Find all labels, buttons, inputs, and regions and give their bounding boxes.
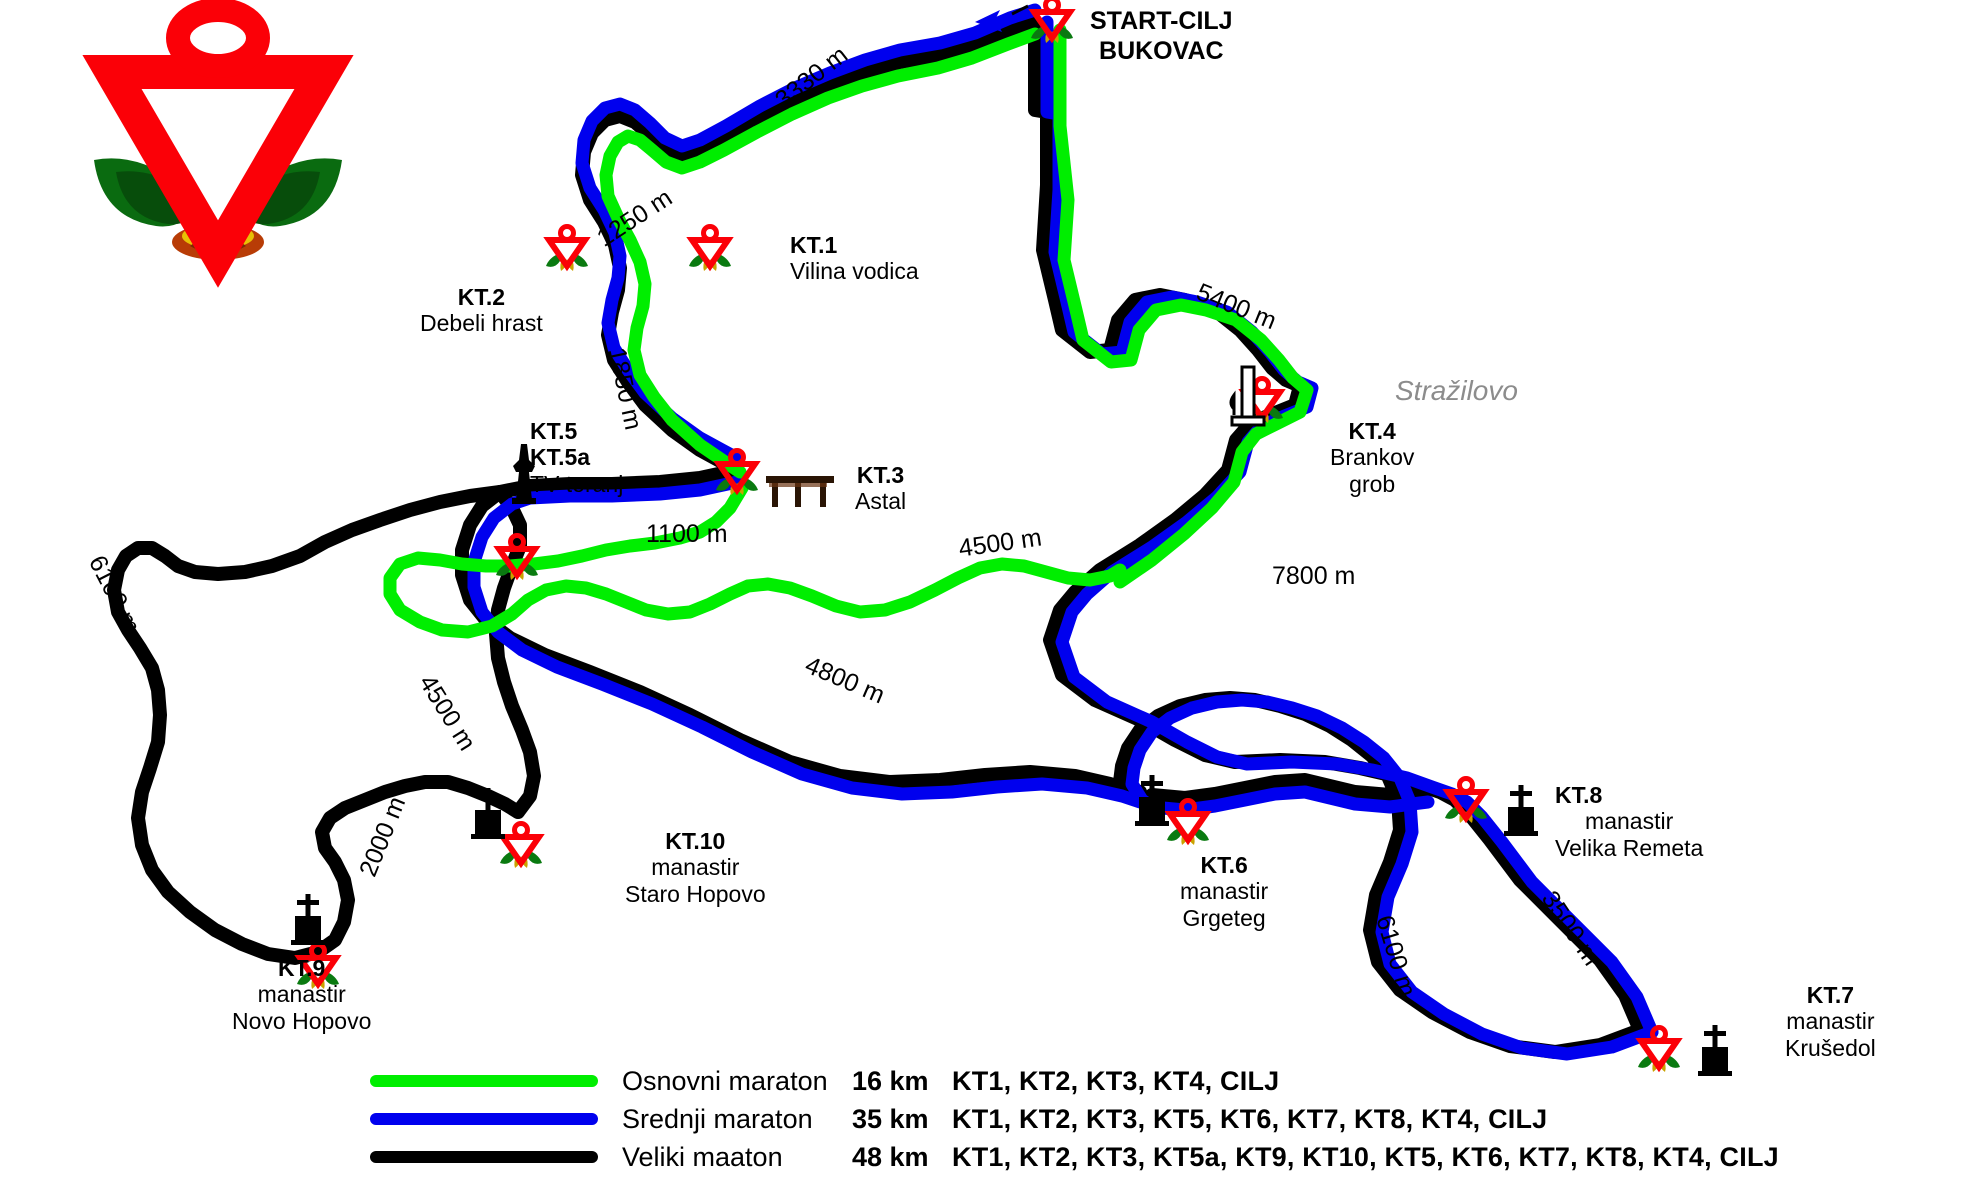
kt-label-kt1[interactable]: KT.1 Vilina vodica: [790, 232, 919, 285]
legend-route-distance: 16 km: [852, 1065, 929, 1096]
kt-label-kt8-name: KT.8: [1555, 782, 1603, 808]
legend-route-checkpoints: KT1, KT2, KT3, KT4, CILJ: [952, 1065, 1280, 1096]
kt-marker-kt10[interactable]: [500, 824, 542, 869]
kt-label-kt7-desc: manastir Krušedol: [1785, 1008, 1876, 1061]
legend-row: Veliki maaton 48 km KT1, KT2, KT3, KT5a, K…: [370, 1138, 1930, 1176]
kt-label-kt2[interactable]: KT.2 Debeli hrast: [420, 284, 543, 337]
kt-label-kt2-name: KT.2: [457, 284, 506, 310]
legend: Osnovni maraton 16 km KT1, KT2, KT3, KT4, …: [370, 1062, 1930, 1176]
kt-label-kt4[interactable]: KT.4 Brankov grob: [1330, 418, 1414, 497]
legend-route-checkpoints: KT1, KT2, KT3, KT5a, KT9, KT10, KT5, KT6…: [952, 1141, 1779, 1172]
church-icon-velika-remeta: [1504, 785, 1538, 836]
kt-label-kt3-name: KT.3: [856, 462, 905, 488]
kt-label-kt3-desc: Astal: [855, 488, 907, 515]
kt-label-kt10-name: KT.10: [665, 828, 726, 854]
kt-label-kt9-name: KT.9: [278, 955, 326, 981]
distance-label: 1100 m: [646, 520, 728, 548]
kt-label-kt9-desc: manastir Novo Hopovo: [232, 981, 372, 1034]
kt-label-kt6-name: KT.6: [1200, 852, 1248, 878]
distance-label: 7800 m: [1272, 562, 1356, 590]
club-logo: [82, 0, 354, 288]
kt-label-kt8[interactable]: KT.8 manastir Velika Remeta: [1555, 782, 1703, 861]
kt-label-kt7[interactable]: KT.7 manastir Krušedol: [1785, 982, 1876, 1061]
legend-route-checkpoints: KT1, KT2, KT3, KT5, KT6, KT7, KT8, KT4, …: [952, 1103, 1548, 1134]
logo-triangle-icon: [82, 55, 354, 288]
logo-ring-icon: [166, 0, 270, 78]
kt-label-kt7-name: KT.7: [1806, 982, 1855, 1008]
start-finish-label: START-CILJ BUKOVAC: [1090, 6, 1233, 66]
church-icon-novo-hopovo: [291, 894, 325, 945]
legend-row: Osnovni maraton 16 km KT1, KT2, KT3, KT4, …: [370, 1062, 1930, 1100]
kt-marker-kt1[interactable]: [689, 227, 731, 272]
kt-label-kt9[interactable]: KT.9 manastir Novo Hopovo: [232, 955, 371, 1034]
legend-route-distance: 48 km: [852, 1141, 929, 1172]
kt-marker-kt2[interactable]: [546, 227, 588, 272]
church-icon-grgeteg: [1135, 775, 1169, 826]
start-finish-line2: BUKOVAC: [1099, 37, 1224, 65]
kt-label-kt6-desc: manastir Grgeteg: [1180, 878, 1269, 931]
kt-label-kt8-desc: manastir Velika Remeta: [1555, 808, 1704, 861]
direction-arrow: [975, 4, 1029, 32]
kt-label-kt2-desc: Debeli hrast: [420, 310, 543, 337]
route-veliki-maraton: [107, 15, 1647, 1059]
legend-route-name: Osnovni maraton: [622, 1065, 828, 1096]
legend-route-distance: 35 km: [852, 1103, 929, 1134]
kt-label-kt1-name: KT.1: [790, 232, 838, 258]
kt-label-kt5[interactable]: KT.5 KT.5a TV-toranj: [530, 418, 623, 497]
place-label-strazilovo: Stražilovo: [1395, 375, 1518, 406]
kt-label-kt6[interactable]: KT.6 manastir Grgeteg: [1180, 852, 1268, 931]
route-osnovni-maraton: [383, 23, 1314, 639]
legend-route-name: Veliki maaton: [622, 1141, 783, 1172]
kt-label-kt10-desc: manastir Staro Hopovo: [625, 854, 766, 907]
poi-icons: [291, 365, 1732, 1076]
monument-icon: [1229, 365, 1266, 427]
kt-label-kt5-name: KT.5: [530, 418, 578, 444]
legend-route-name: Srednji maraton: [622, 1103, 813, 1134]
legend-color-swatch: [370, 1151, 598, 1163]
kt-label-kt5a-desc: TV-toranj: [530, 470, 624, 497]
kt-label-kt10[interactable]: KT.10 manastir Staro Hopovo: [625, 828, 766, 907]
legend-color-swatch: [370, 1075, 598, 1087]
legend-color-swatch: [370, 1113, 598, 1125]
legend-row: Srednji maraton 35 km KT1, KT2, KT3, KT5, …: [370, 1100, 1930, 1138]
table-icon: [766, 476, 834, 507]
start-finish-line1: START-CILJ: [1090, 7, 1233, 35]
kt-label-kt4-desc: Brankov grob: [1330, 444, 1415, 497]
kt-label-kt4-name: KT.4: [1348, 418, 1396, 444]
kt-label-kt1-desc: Vilina vodica: [790, 258, 919, 285]
kt-label-kt3[interactable]: KT.3 Astal: [855, 462, 906, 515]
kt-label-kt5a-name: KT.5a: [530, 444, 591, 471]
